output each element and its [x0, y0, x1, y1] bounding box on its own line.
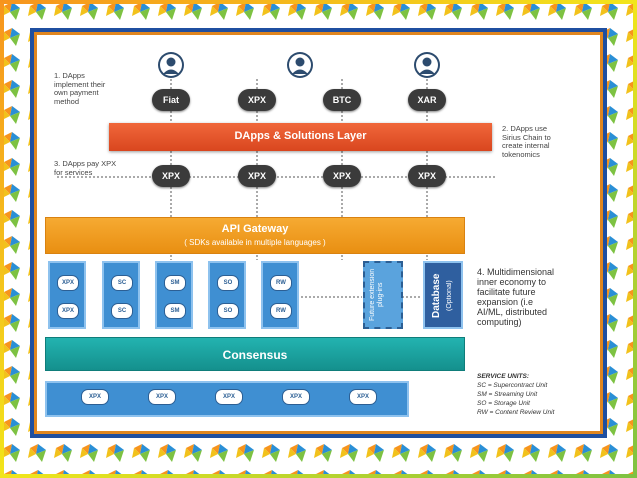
- service-unit-so: SO SO: [208, 261, 246, 329]
- unit-badge: SO: [217, 275, 239, 291]
- payment-token: XAR: [408, 89, 446, 111]
- service-token: XPX: [152, 165, 190, 187]
- dapps-solutions-layer: DApps & Solutions Layer: [109, 123, 492, 151]
- unit-badge: RW: [270, 275, 292, 291]
- unit-badge: XPX: [57, 275, 79, 291]
- future-extension-plugins: Future extension plug-ins: [363, 261, 403, 329]
- user-icon: [414, 52, 440, 78]
- unit-badge: XPX: [57, 303, 79, 319]
- api-gateway-subtitle: ( SDKs available in multiple languages ): [184, 238, 326, 247]
- network-node: XPX: [81, 389, 109, 405]
- network-node: XPX: [349, 389, 377, 405]
- note-inner-economy: 4. Multidimensional inner economy to fac…: [477, 267, 555, 327]
- network-node: XPX: [215, 389, 243, 405]
- note-dapps-payment: 1. DApps implement their own payment met…: [54, 71, 106, 106]
- database-title: Database: [431, 273, 442, 319]
- service-unit-sc: SC SC: [102, 261, 140, 329]
- unit-badge: SC: [111, 303, 133, 319]
- service-units: XPX XPX SC SC SM SM SO SO RW RW Future e…: [45, 261, 465, 331]
- dapps-layer-title: DApps & Solutions Layer: [234, 130, 367, 142]
- payment-token: XPX: [238, 89, 276, 111]
- unit-badge: SM: [164, 275, 186, 291]
- unit-badge: SM: [164, 303, 186, 319]
- api-gateway-title: API Gateway: [221, 223, 289, 235]
- service-unit-rw: RW RW: [261, 261, 299, 329]
- user-icon: [287, 52, 313, 78]
- note-dapps-pay-xpx: 3. DApps pay XPX for services: [54, 159, 117, 177]
- legend-item: SO = Storage Unit: [477, 400, 530, 407]
- network-nodes-layer: XPX XPX XPX XPX XPX: [45, 381, 409, 417]
- service-token: XPX: [238, 165, 276, 187]
- database-subtitle: (Optional): [446, 280, 453, 312]
- architecture-diagram: 1. DApps implement their own payment met…: [37, 35, 600, 431]
- legend-item: RW = Content Review Unit: [477, 409, 555, 416]
- legend-title: SERVICE UNITS:: [477, 373, 530, 380]
- consensus-layer: Consensus: [45, 337, 465, 371]
- network-node: XPX: [148, 389, 176, 405]
- note-dapps-tokenomics: 2. DApps use Sirius Chain to create inte…: [502, 124, 551, 159]
- unit-badge: SC: [111, 275, 133, 291]
- unit-badge: SO: [217, 303, 239, 319]
- payment-token: Fiat: [152, 89, 190, 111]
- api-gateway-layer: API Gateway ( SDKs available in multiple…: [45, 217, 465, 254]
- consensus-title: Consensus: [222, 348, 288, 362]
- service-unit-sm: SM SM: [155, 261, 193, 329]
- database-optional: Database (Optional): [423, 261, 463, 329]
- legend-item: SC = Supercontract Unit: [477, 382, 548, 389]
- legend-item: SM = Streaming Unit: [477, 391, 538, 398]
- user-avatar: [157, 51, 185, 79]
- service-token: XPX: [408, 165, 446, 187]
- user-icon: [158, 52, 184, 78]
- service-unit-xpx: XPX XPX: [48, 261, 86, 329]
- user-avatar: [413, 51, 441, 79]
- network-node: XPX: [282, 389, 310, 405]
- service-token: XPX: [323, 165, 361, 187]
- future-extension-label: Future extension plug-ins: [369, 268, 384, 322]
- user-avatar: [286, 51, 314, 79]
- payment-token: BTC: [323, 89, 361, 111]
- unit-badge: RW: [270, 303, 292, 319]
